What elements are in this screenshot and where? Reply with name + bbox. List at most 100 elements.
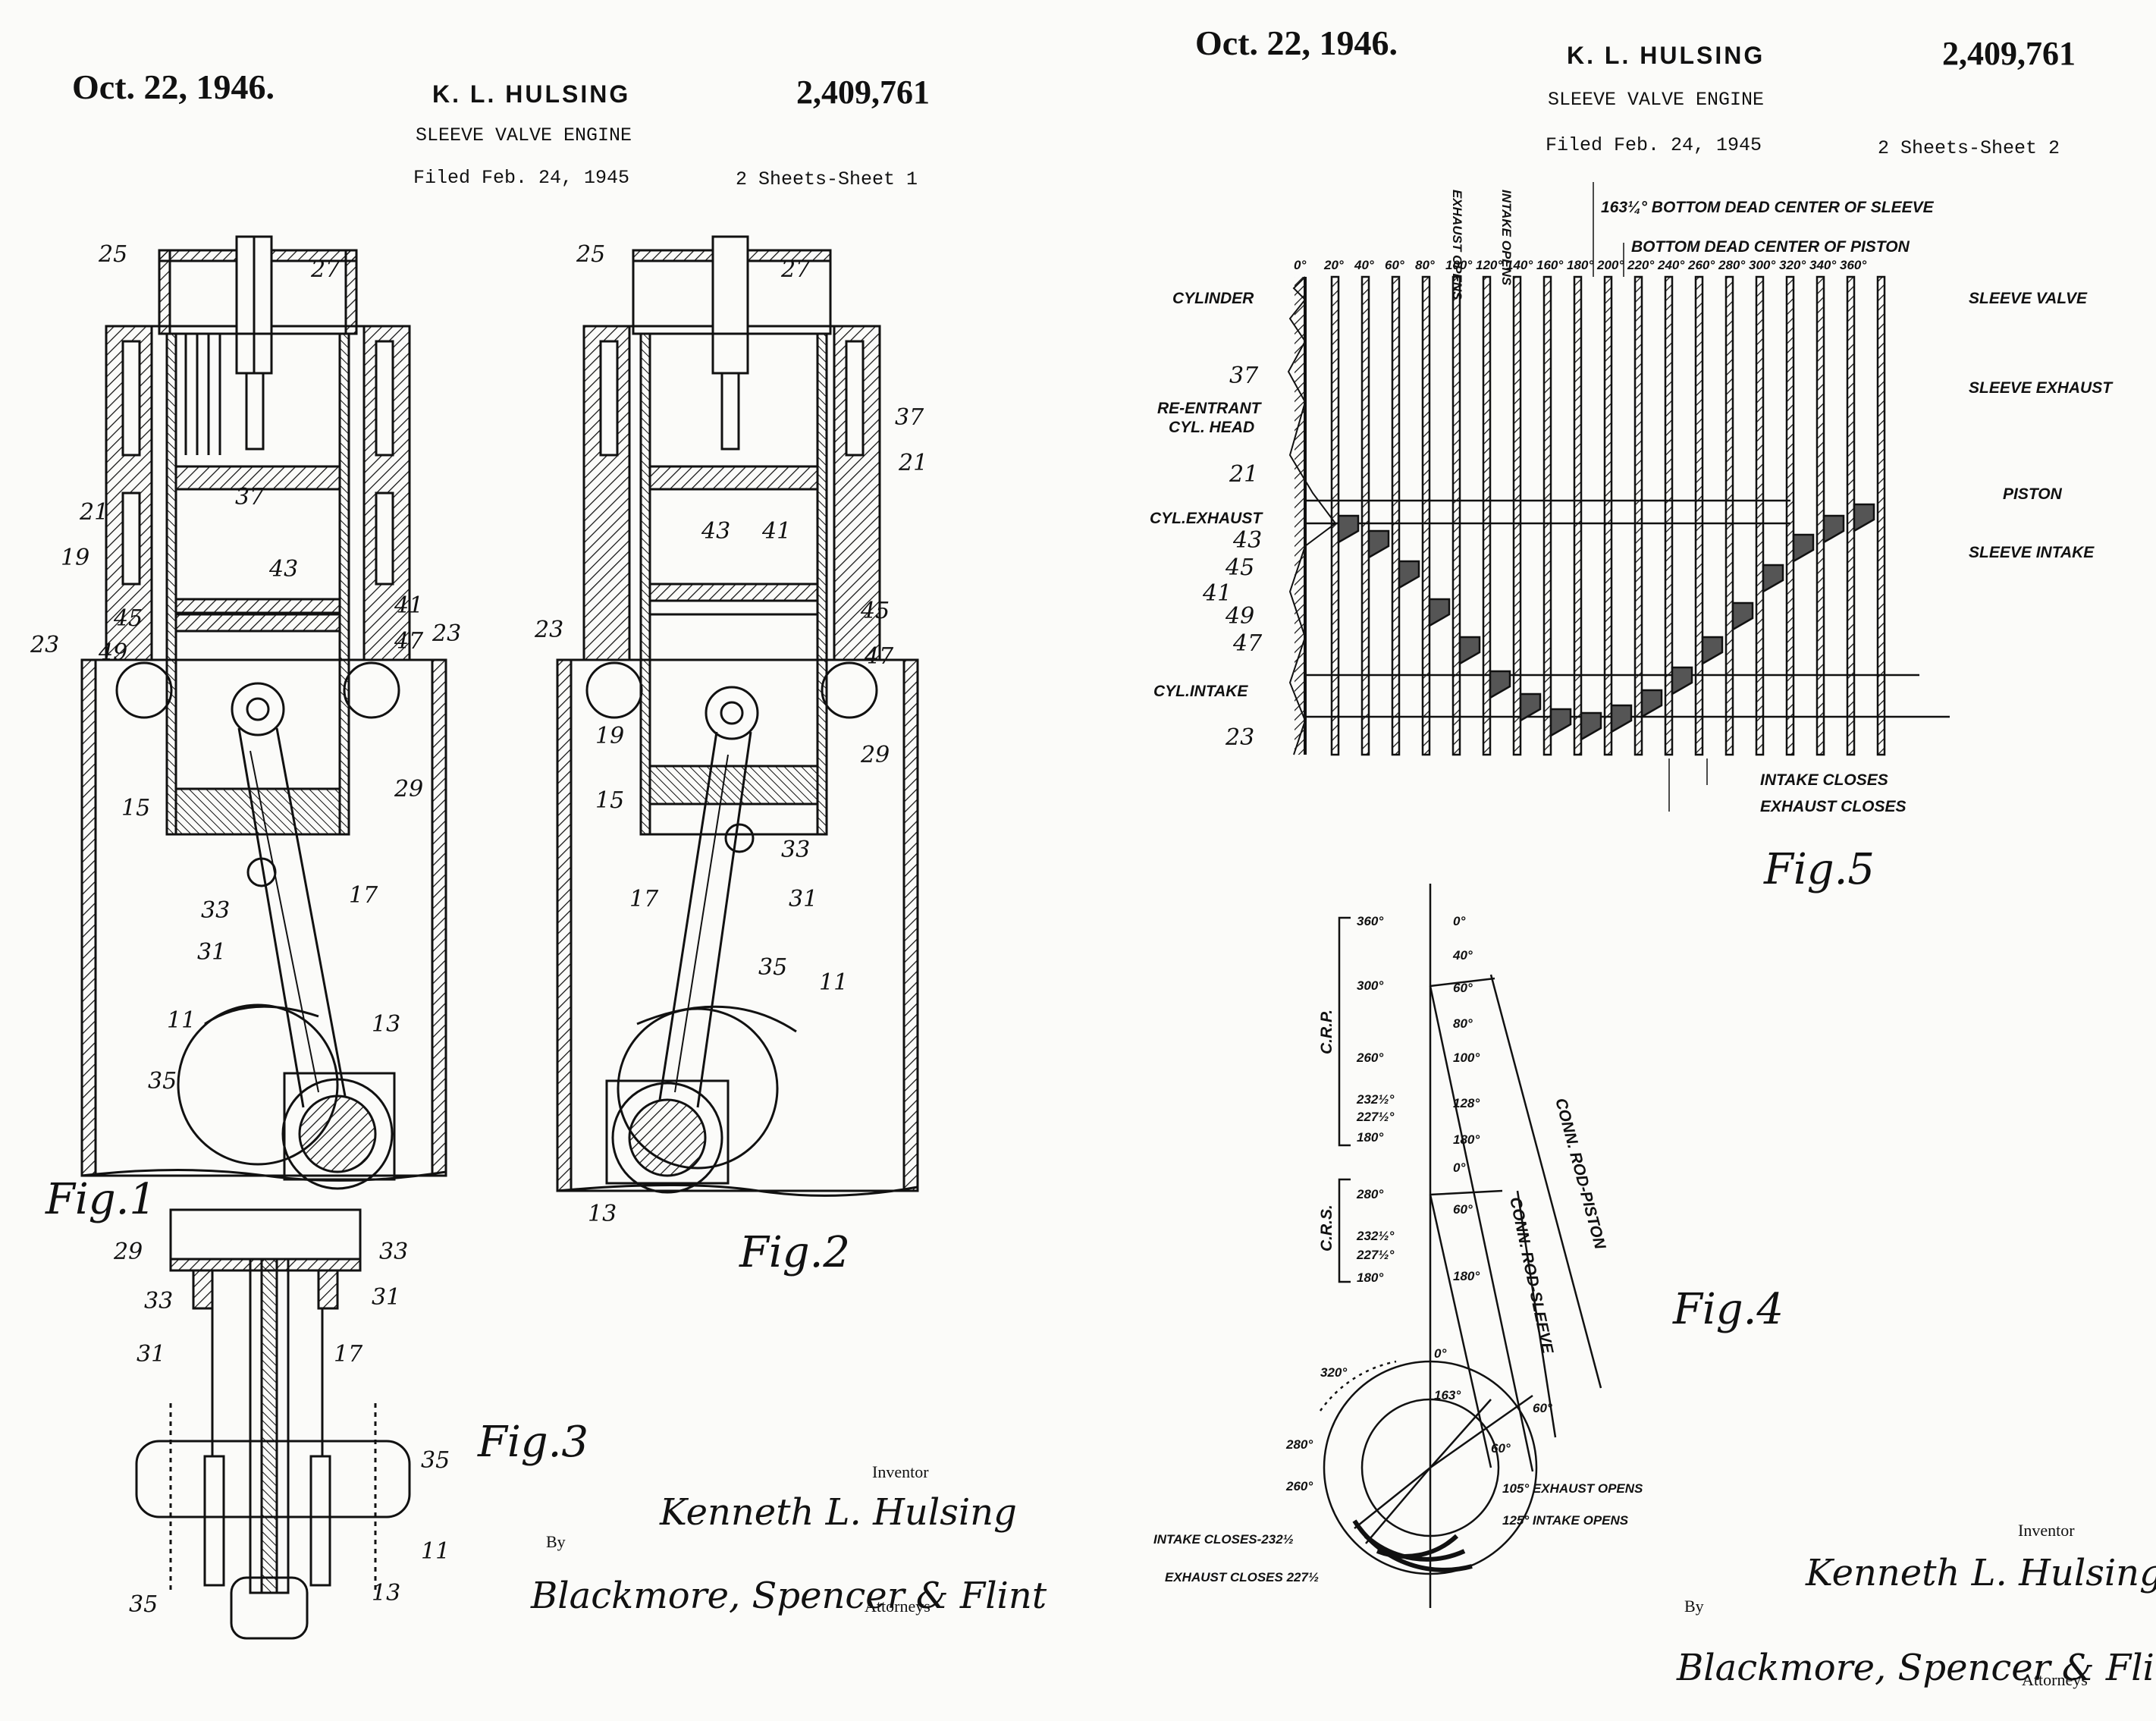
- patent-title: SLEEVE VALVE ENGINE: [1548, 89, 1765, 111]
- label-45: 45: [113, 605, 143, 632]
- scale-180: 180°: [1357, 1130, 1383, 1145]
- scale-br-0: 0°: [1453, 1160, 1465, 1175]
- label-35: 35: [421, 1447, 450, 1474]
- label-11: 11: [819, 969, 848, 996]
- scale-260: 260°: [1356, 1051, 1383, 1065]
- label-31b: 31: [372, 1284, 400, 1311]
- circle-60b: 60°: [1491, 1441, 1511, 1456]
- deg-180: 180°: [1567, 258, 1593, 272]
- label-47: 47: [864, 643, 894, 670]
- patent-sheet-1: Oct. 22, 1946. K. L. HULSING 2,409,761 S…: [30, 68, 1047, 1640]
- label-23: 23: [30, 632, 59, 658]
- label-sleeve-exhaust: SLEEVE EXHAUST: [1969, 379, 2114, 397]
- deg-340: 340°: [1809, 258, 1836, 272]
- scale-br-60: 60°: [1453, 1202, 1473, 1217]
- label-13: 13: [588, 1201, 617, 1227]
- attorneys-caption: Attorneys: [865, 1597, 931, 1616]
- label-conn-rod-piston: CONN. ROD-PISTON: [1552, 1096, 1608, 1251]
- label-exhaust-opens: 105° EXHAUST OPENS: [1502, 1481, 1643, 1496]
- figure-3: [135, 1208, 411, 1640]
- label-49: 49: [98, 639, 127, 666]
- scale-r-80: 80°: [1453, 1016, 1473, 1031]
- label-re-entrant: RE-ENTRANT: [1157, 400, 1263, 417]
- figure-5-caption: Fig.5: [1763, 845, 1875, 894]
- deg-120: 120°: [1476, 258, 1502, 272]
- sheet2-drawings: 0° 20° 40° 60° 80° 100° 120° 140° 160° 1…: [1150, 182, 2156, 1689]
- patent-date: Oct. 22, 1946.: [1195, 24, 1398, 62]
- crankcase-outline: [80, 658, 447, 1177]
- piston-markers: [1337, 503, 1875, 742]
- scale-r-40: 40°: [1452, 948, 1473, 963]
- label-19: 19: [595, 723, 624, 749]
- deg-360: 360°: [1840, 258, 1866, 272]
- deg-220: 220°: [1627, 258, 1654, 272]
- label-35b: 35: [129, 1591, 158, 1618]
- sheet-info: 2 Sheets-Sheet 1: [736, 168, 918, 190]
- figure-4-labels: 360° 300° 260° 232½° 227½° 180° 0° 40° 6…: [1153, 914, 1784, 1584]
- label-27: 27: [780, 256, 811, 283]
- deg-60: 60°: [1385, 258, 1404, 272]
- deg-20: 20°: [1323, 258, 1344, 272]
- deg-320: 320°: [1779, 258, 1806, 272]
- label-21: 21: [898, 450, 927, 476]
- label-37: 37: [895, 404, 924, 431]
- label-33: 33: [144, 1288, 173, 1314]
- label-23: 23: [534, 617, 563, 643]
- label-31: 31: [137, 1341, 165, 1368]
- figure-5: [1287, 182, 1950, 812]
- label-23: 23: [1225, 724, 1254, 751]
- inventor-signature: Kenneth L. Hulsing: [1805, 1552, 2156, 1594]
- label-27: 27: [310, 256, 341, 283]
- label-29: 29: [113, 1239, 143, 1265]
- label-conn-rod-sleeve: CONN. ROD-SLEEVE: [1506, 1195, 1556, 1355]
- circle-280: 280°: [1285, 1437, 1313, 1452]
- inventor-caption: Inventor: [2018, 1521, 2075, 1540]
- label-cyl-head: CYL. HEAD: [1169, 419, 1254, 436]
- circle-320: 320°: [1320, 1365, 1347, 1380]
- bdc-sleeve: 163¼° BOTTOM DEAD CENTER OF SLEEVE: [1601, 199, 1935, 216]
- deg-240: 240°: [1657, 258, 1684, 272]
- deg-40: 40°: [1354, 258, 1374, 272]
- scale-232: 232½°: [1356, 1092, 1395, 1107]
- sheet1-drawings: 25 27 37 21 19 43 45 41 23 49 47 23 15 2…: [30, 235, 1047, 1640]
- filed-date: Filed Feb. 24, 1945: [413, 167, 630, 189]
- deg-140: 140°: [1506, 258, 1533, 272]
- label-43: 43: [268, 556, 298, 583]
- label-47: 47: [394, 628, 424, 655]
- figure-4-caption: Fig.4: [1672, 1285, 1784, 1334]
- scale-360: 360°: [1357, 914, 1383, 928]
- patent-number: 2,409,761: [1942, 35, 2076, 72]
- inventor-name: K. L. HULSING: [1567, 42, 1765, 69]
- label-cylinder: CYLINDER: [1172, 290, 1254, 307]
- deg-0: 0°: [1294, 258, 1306, 272]
- label-41: 41: [761, 518, 791, 545]
- label-41: 41: [394, 592, 423, 619]
- circle-60a: 60°: [1533, 1401, 1552, 1415]
- label-25: 25: [576, 241, 605, 268]
- label-piston: PISTON: [2003, 485, 2063, 503]
- label-43: 43: [1232, 527, 1262, 554]
- label-23b: 23: [432, 620, 461, 647]
- inventor-name: K. L. HULSING: [432, 80, 631, 108]
- label-17: 17: [334, 1341, 363, 1368]
- signature-block-1: Inventor Kenneth L. Hulsing By Blackmore…: [530, 1462, 1047, 1617]
- figure-1: [80, 235, 447, 1190]
- label-45: 45: [1225, 554, 1254, 581]
- scale-300: 300°: [1357, 978, 1383, 993]
- scale-280: 280°: [1356, 1187, 1383, 1201]
- label-41: 41: [1202, 580, 1232, 607]
- label-49: 49: [1225, 603, 1254, 630]
- label-intake-opens: 125° INTAKE OPENS: [1502, 1513, 1629, 1528]
- label-29: 29: [394, 776, 423, 802]
- inventor-caption: Inventor: [872, 1462, 929, 1481]
- deg-300: 300°: [1749, 258, 1775, 272]
- label-11: 11: [167, 1007, 196, 1034]
- label-11: 11: [421, 1538, 450, 1565]
- note-exhaust-opens: EXHAUST OPENS: [1450, 190, 1464, 300]
- scale-227b: 227½°: [1356, 1248, 1395, 1262]
- scale-br-180: 180°: [1453, 1269, 1480, 1283]
- by-label: By: [546, 1532, 566, 1551]
- label-31: 31: [789, 886, 818, 912]
- label-35: 35: [758, 954, 787, 981]
- figure-2-labels: 25 27 37 21 43 41 23 45 47 19 15 29 33 1…: [534, 241, 927, 1277]
